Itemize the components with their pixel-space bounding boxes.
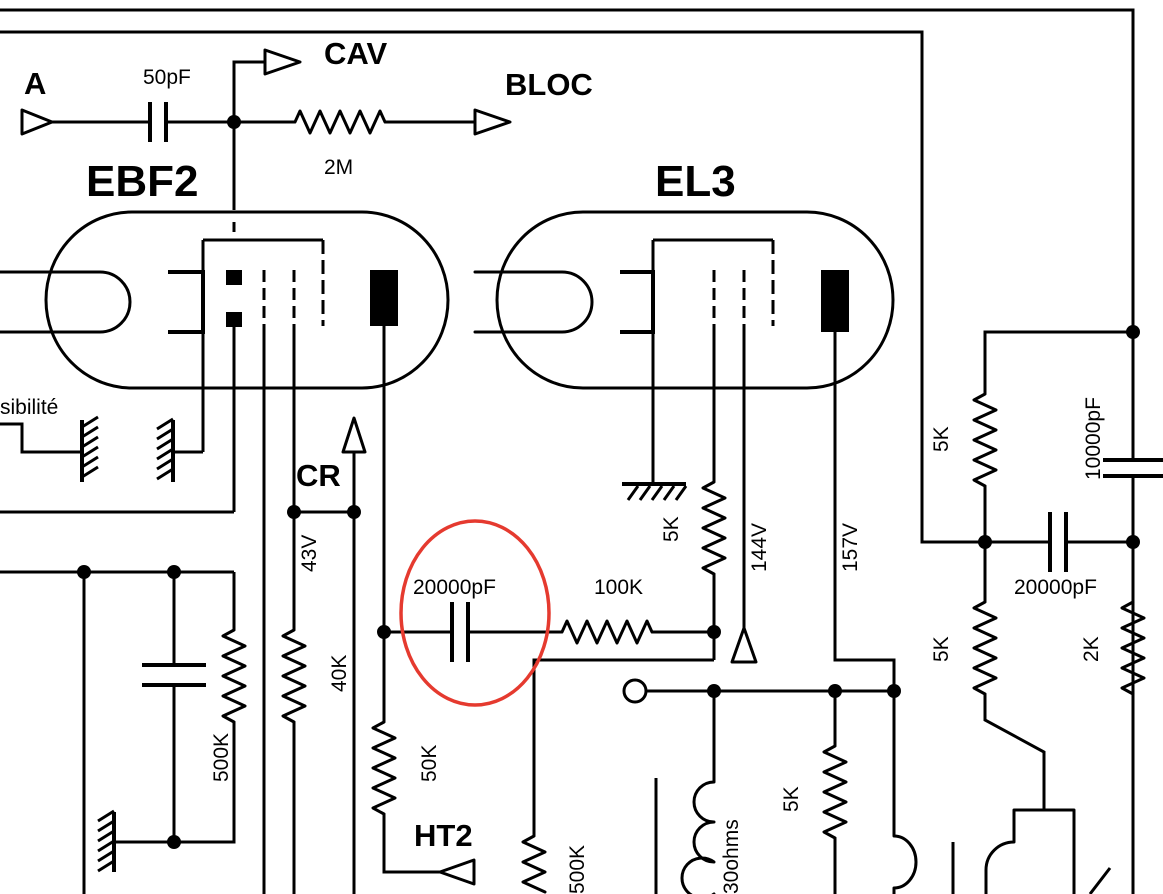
junction-dot: [1126, 325, 1140, 339]
label-50pf: 50pF: [143, 66, 191, 89]
label-10000pf: 10000pF: [1082, 397, 1105, 480]
label-2k: 2K: [1080, 636, 1103, 662]
resistor-5k-right-bottom: [972, 600, 998, 696]
capacitor-left: [142, 663, 206, 687]
cav-terminal: [263, 48, 302, 76]
label-input-a: A: [24, 66, 46, 101]
label-5k-bottom: 5K: [780, 786, 803, 812]
label-el3: EL3: [655, 157, 736, 206]
label-50k: 50K: [418, 745, 441, 782]
coil-30ohms: [680, 780, 716, 894]
highlight-ellipse: [399, 519, 551, 707]
junction-dot: [347, 505, 361, 519]
junction-dot: [227, 115, 241, 129]
junction-dot: [377, 625, 391, 639]
junction-dot: [287, 505, 301, 519]
capacitor-20000pf-right: [1048, 512, 1068, 572]
capacitor-20000pf-coupling: [450, 602, 470, 662]
label-43v: 43V: [298, 535, 321, 572]
resistor-2m: [293, 109, 387, 135]
label-2m: 2M: [324, 156, 353, 179]
resistor-50k: [371, 720, 397, 816]
ground-symbol: [97, 809, 116, 873]
input-a-terminal: [20, 108, 54, 136]
bloc-terminal: [473, 108, 512, 136]
label-cr: CR: [296, 458, 341, 493]
label-500k-left: 500K: [210, 733, 233, 782]
label-5k-right-top: 5K: [930, 426, 953, 452]
resistor-5k-el3: [701, 480, 727, 576]
label-20000pf-coupling: 20000pF: [413, 576, 496, 599]
junction-dot: [167, 835, 181, 849]
resistor-500k-mid: [521, 834, 547, 894]
label-144v: 144V: [748, 523, 771, 572]
label-30ohms: 30ohms: [720, 819, 743, 894]
label-500k-mid: 500K: [566, 845, 589, 894]
cr-terminal: [341, 416, 367, 454]
output-terminal: [622, 678, 648, 704]
resistor-5k-bottom: [822, 744, 848, 840]
label-20000pf-right: 20000pF: [1014, 576, 1097, 599]
ground-symbol: [156, 417, 175, 482]
label-cav: CAV: [324, 36, 387, 71]
top-wiring: [0, 8, 1135, 894]
ground-symbol: [80, 415, 99, 482]
el3-tube: [473, 210, 895, 482]
resistor-40k: [281, 628, 307, 724]
label-100k: 100K: [594, 576, 643, 599]
label-ht2: HT2: [414, 818, 473, 853]
label-5k-right-bottom: 5K: [930, 636, 953, 662]
resistor-5k-right-top: [972, 392, 998, 488]
label-ebf2: EBF2: [86, 157, 198, 206]
resistor-2k: [1120, 600, 1146, 696]
resistor-100k: [560, 619, 654, 645]
junction-dot: [1126, 535, 1140, 549]
junction-dot: [887, 684, 901, 698]
ebf2-tube: [0, 210, 450, 452]
label-5k-el3: 5K: [660, 516, 683, 542]
label-157v: 157V: [839, 523, 862, 572]
label-40k: 40K: [328, 655, 351, 692]
label-sensibilite: sibilité: [0, 396, 58, 419]
capacitor-50pf: [148, 102, 168, 142]
ground-symbol: [622, 482, 688, 501]
v144-terminal: [730, 626, 758, 664]
label-bloc: BLOC: [505, 67, 593, 102]
resistor-500k-left: [221, 628, 247, 724]
ht2-terminal: [438, 858, 476, 886]
